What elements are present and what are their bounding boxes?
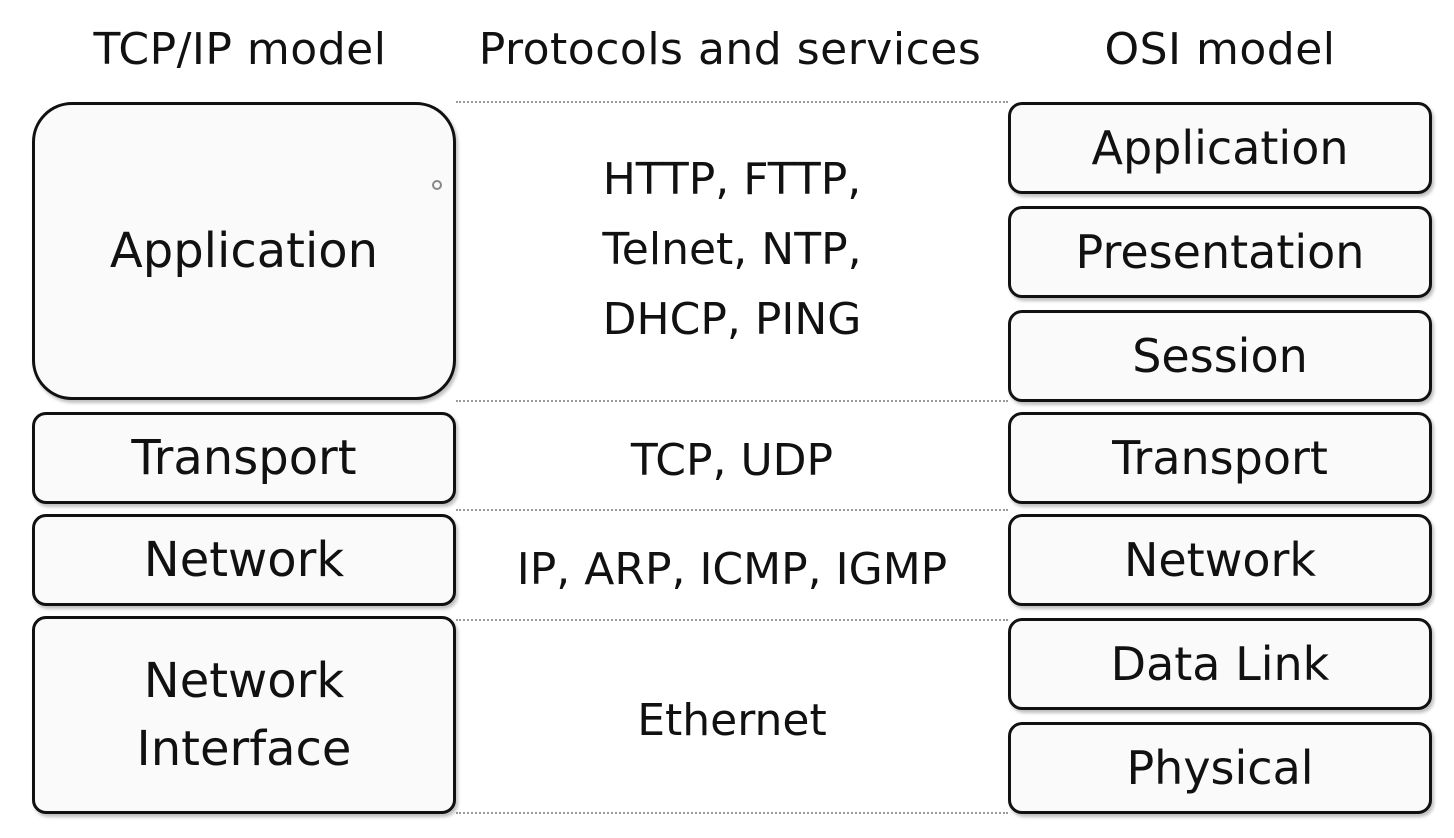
osi-layer-physical: Physical xyxy=(1008,722,1432,814)
osi-layer-label: Network xyxy=(1123,533,1317,587)
protocols-network: IP, ARP, ICMP, IGMP xyxy=(516,544,948,595)
separator-application-transport xyxy=(456,400,1008,402)
protocols-network-interface: Ethernet xyxy=(637,695,827,746)
tcpip-layer-label-line: Interface xyxy=(136,721,352,777)
osi-layer-label: Application xyxy=(1091,121,1349,175)
separator-top xyxy=(456,101,1008,103)
tcpip-layer-label: Network xyxy=(143,532,345,588)
protocol-line: DHCP, PING xyxy=(602,294,862,345)
tcpip-layer-label: Transport xyxy=(131,430,357,486)
osi-layer-label: Session xyxy=(1132,329,1308,383)
osi-layer-label: Presentation xyxy=(1075,225,1365,279)
osi-layer-network: Network xyxy=(1008,514,1432,606)
protocols-heading: Protocols and services xyxy=(478,23,982,75)
protocols-transport: TCP, UDP xyxy=(630,435,834,486)
tcpip-layer-label: Application xyxy=(109,223,379,279)
tcpip-model-heading: TCP/IP model xyxy=(93,23,387,75)
osi-layer-session: Session xyxy=(1008,310,1432,402)
separator-transport-network xyxy=(456,509,1008,511)
osi-layer-transport: Transport xyxy=(1008,412,1432,504)
separator-bottom xyxy=(456,812,1008,814)
osi-layer-presentation: Presentation xyxy=(1008,206,1432,298)
tcpip-layer-application: Application xyxy=(32,102,456,400)
protocol-line: HTTP, FTTP, xyxy=(602,154,862,205)
osi-model-heading: OSI model xyxy=(1104,23,1336,75)
tcpip-layer-network: Network xyxy=(32,514,456,606)
tcpip-layer-transport: Transport xyxy=(32,412,456,504)
separator-network-interface xyxy=(456,619,1008,621)
osi-layer-label: Physical xyxy=(1126,741,1314,795)
osi-layer-label: Transport xyxy=(1112,431,1328,485)
osi-layer-label: Data Link xyxy=(1110,637,1330,691)
protocol-line: Telnet, NTP, xyxy=(602,224,862,275)
tcpip-layer-label-line: Network xyxy=(143,653,345,709)
osi-layer-application: Application xyxy=(1008,102,1432,194)
protocols-application: HTTP, FTTP, Telnet, NTP, DHCP, PING xyxy=(462,145,1002,355)
osi-layer-data-link: Data Link xyxy=(1008,618,1432,710)
tcpip-layer-network-interface: Network Interface xyxy=(32,616,456,814)
small-circle-marker xyxy=(432,180,442,190)
